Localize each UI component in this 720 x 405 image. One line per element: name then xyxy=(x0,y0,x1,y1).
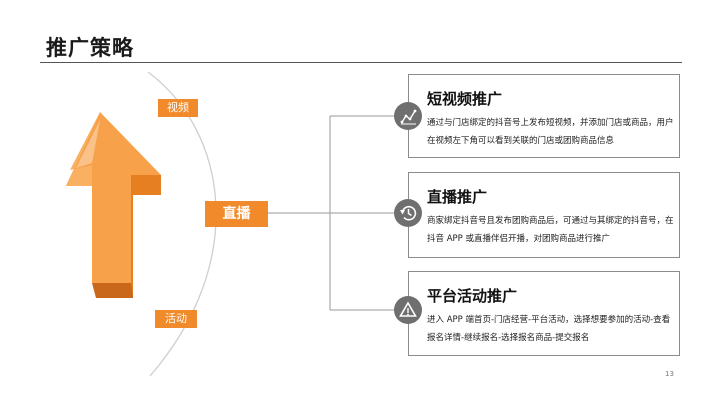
card-title: 平台活动推广 xyxy=(427,287,518,305)
card-live-stream: 直播推广 商家绑定抖音号且发布团购商品后，可通过与其绑定的抖音号，在抖音 APP… xyxy=(408,172,680,258)
card-description: 商家绑定抖音号且发布团购商品后，可通过与其绑定的抖音号，在抖音 APP 或直播伴… xyxy=(427,216,674,244)
tag-live: 直播 xyxy=(205,201,268,227)
connector-lines xyxy=(268,115,408,311)
card-short-video: 短视频推广 通过与门店绑定的抖音号上发布短视频，并添加门店或商品，用户在视频左下… xyxy=(408,74,680,158)
slide-title: 推广策略 xyxy=(46,36,134,60)
card-platform-activity: 平台活动推广 进入 APP 端首页-门店经营-平台活动，选择想要参加的活动-查看… xyxy=(408,271,680,356)
up-arrow-icon xyxy=(66,112,161,298)
title-divider xyxy=(40,62,682,63)
chart-icon xyxy=(394,102,422,130)
card-description: 通过与门店绑定的抖音号上发布短视频，并添加门店或商品，用户在视频左下角可以看到关… xyxy=(427,118,674,146)
tag-video: 视频 xyxy=(158,99,198,117)
triangle-recycle-icon xyxy=(394,296,422,324)
tag-activity: 活动 xyxy=(155,310,197,328)
history-clock-icon xyxy=(394,199,422,227)
page-number: 13 xyxy=(665,370,674,378)
card-title: 短视频推广 xyxy=(427,90,503,108)
card-title: 直播推广 xyxy=(427,188,488,206)
card-description: 进入 APP 端首页-门店经营-平台活动，选择想要参加的活动-查看报名详情-继续… xyxy=(427,315,671,343)
